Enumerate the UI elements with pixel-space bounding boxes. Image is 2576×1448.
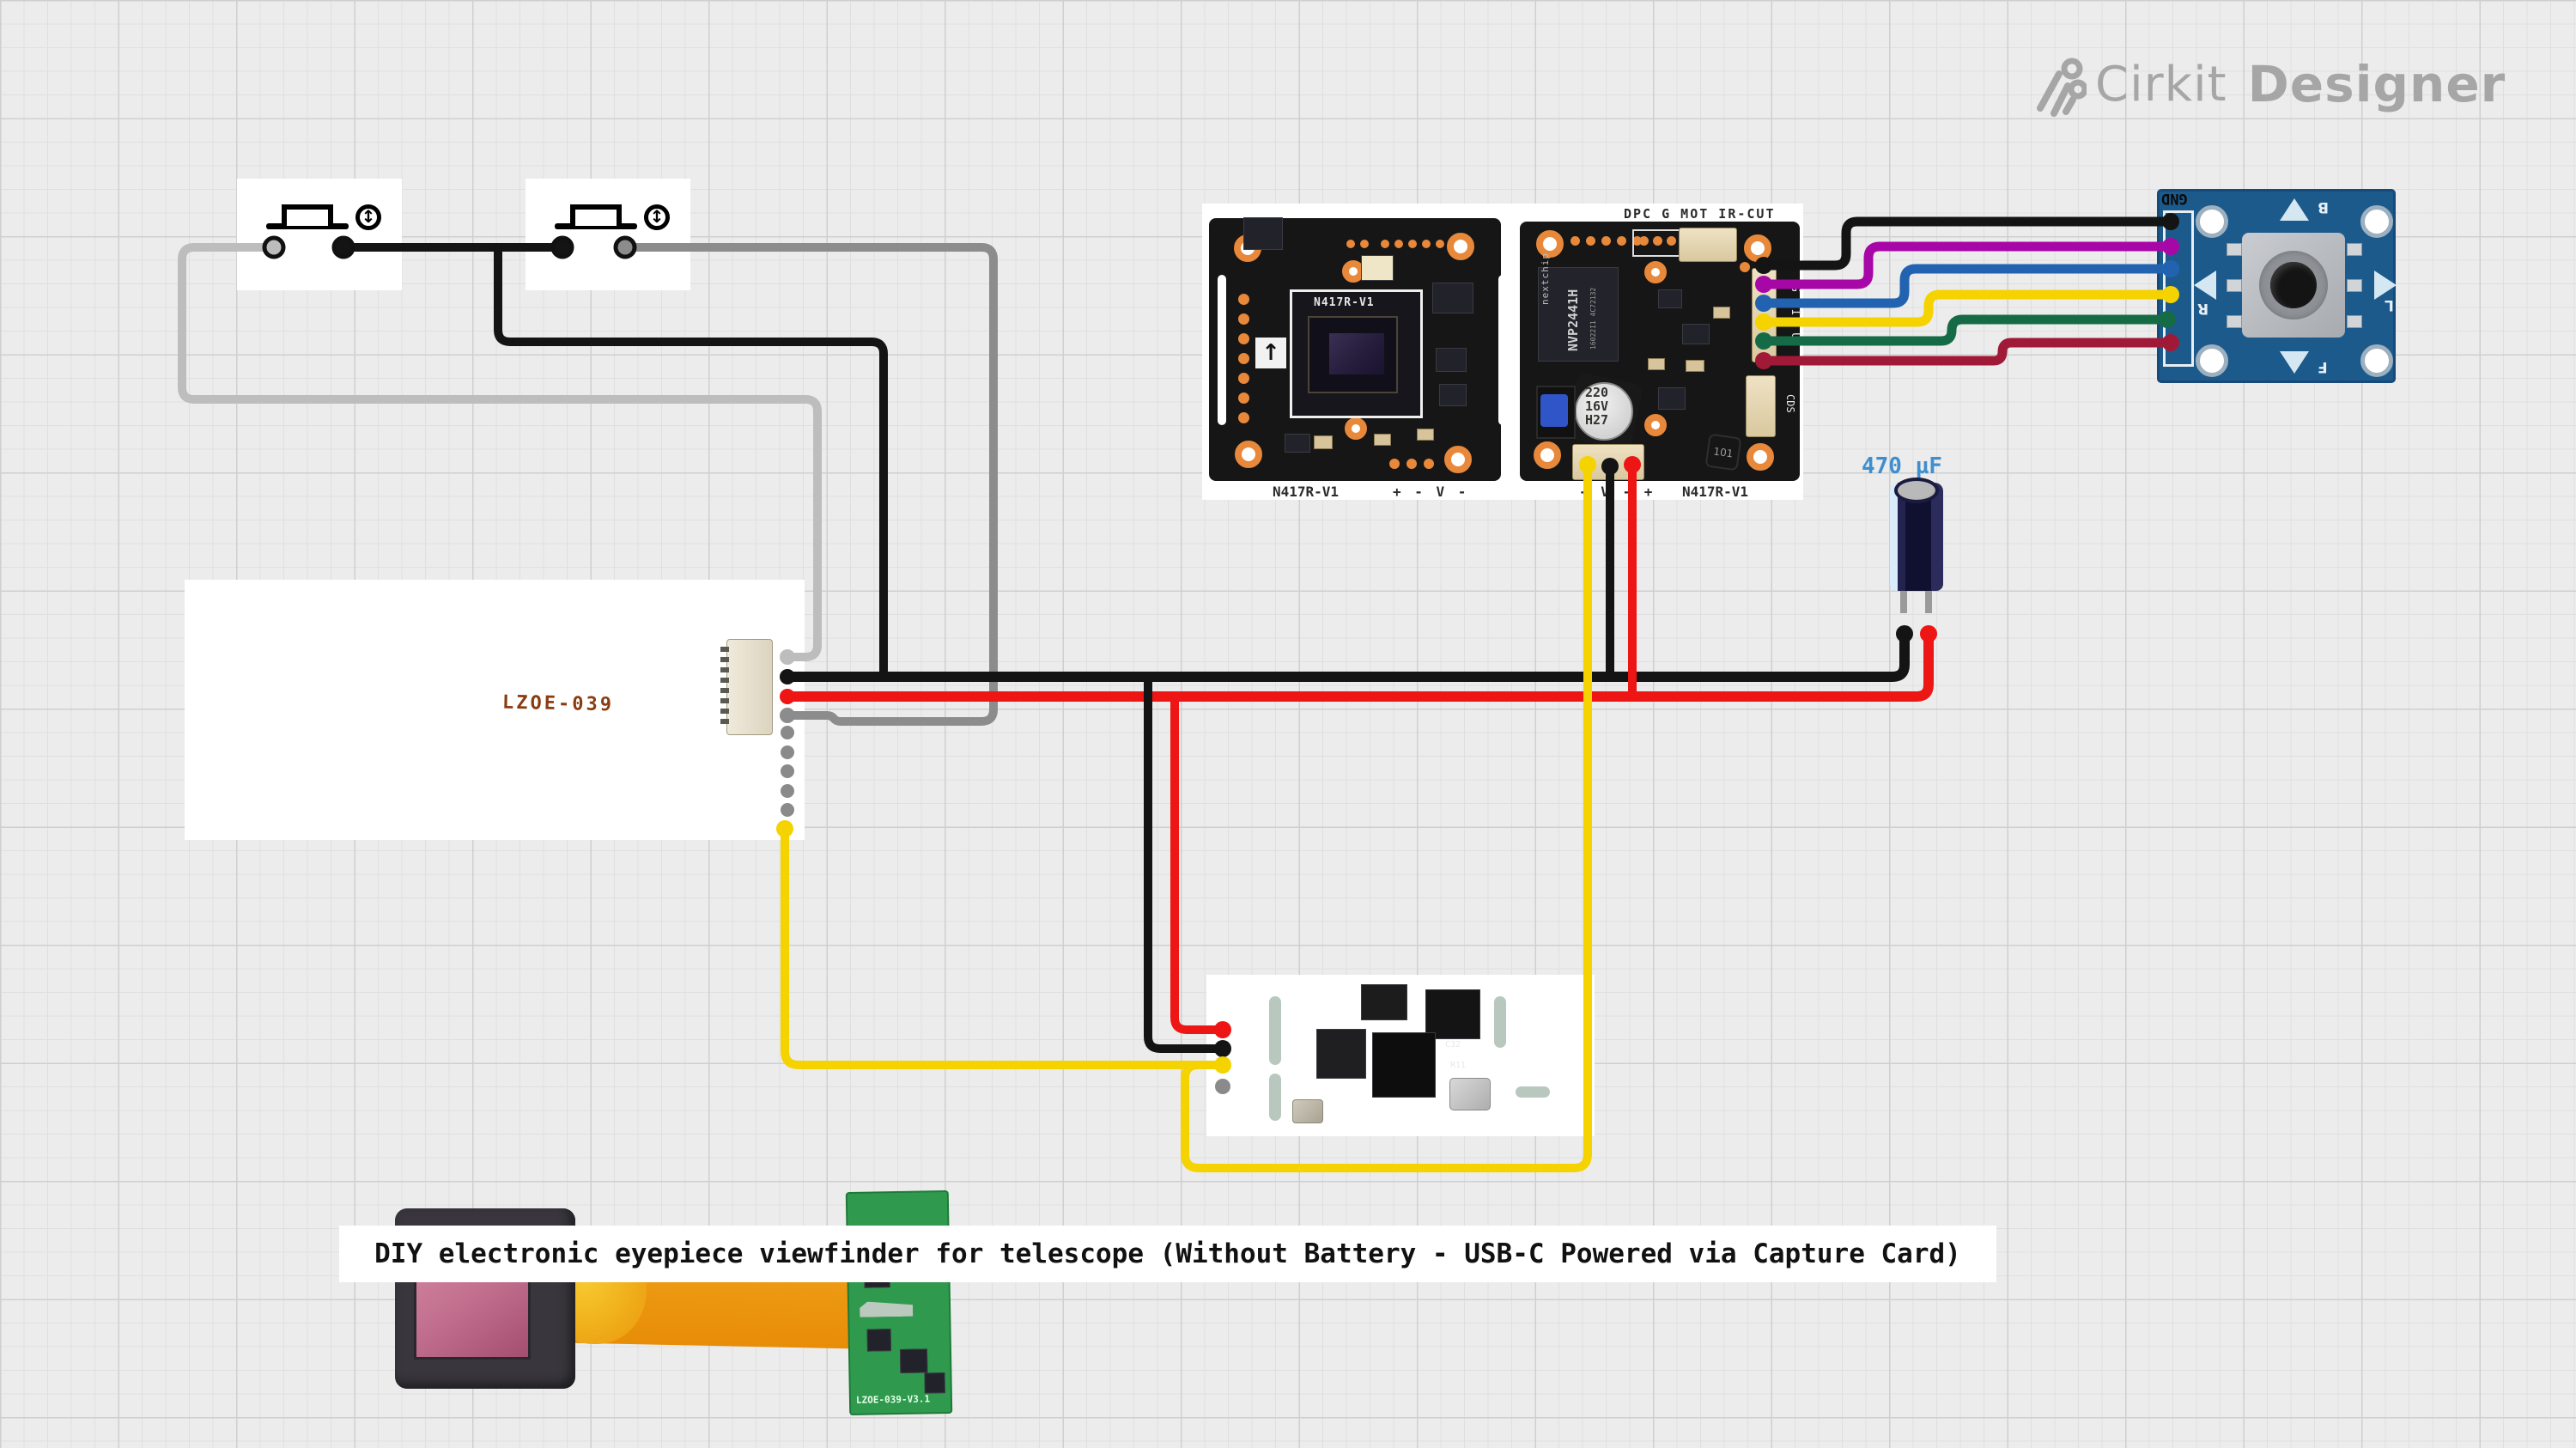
- arrow-down-icon: [2280, 351, 2309, 374]
- btn-branch-gnd-wire[interactable]: [494, 243, 888, 679]
- pushbutton-1-symbol: [266, 223, 349, 229]
- orientation-arrow-icon: ↑: [1255, 338, 1286, 368]
- mount-hole: [1447, 233, 1474, 260]
- joystick-module[interactable]: GND B R L F: [2157, 189, 2397, 383]
- main-chip: [1372, 1032, 1436, 1098]
- joystick-label-f: F: [2318, 358, 2328, 375]
- board-model-label: N417R-V1: [1273, 484, 1340, 500]
- pixelplus-chip: [1316, 1029, 1366, 1079]
- driver-board-label: LZOE-039-V3.1: [855, 1393, 931, 1406]
- pushbutton-2[interactable]: ↕: [526, 179, 690, 290]
- joystick-wire-maroon[interactable]: [1759, 338, 2176, 366]
- mount-hole: [1536, 230, 1564, 258]
- mount-hole: [1534, 441, 1561, 469]
- joystick-wire-green[interactable]: [1759, 314, 2172, 346]
- btn1-to-display-wire[interactable]: [178, 243, 822, 661]
- app-logo: Cirkit Designer: [2033, 50, 2531, 119]
- joystick-button[interactable]: [2270, 262, 2317, 308]
- joystick-gnd-wire[interactable]: [1759, 216, 2176, 271]
- gnd-main-wire[interactable]: [782, 629, 1910, 682]
- flex-cable-label: LZOE-039: [501, 691, 615, 716]
- mount-hole: [2196, 205, 2228, 238]
- joystick-label-r: R: [2197, 300, 2209, 317]
- output-connector: [720, 639, 773, 735]
- inductor: 101: [1704, 433, 1742, 472]
- cirkit-logo-icon: [2037, 58, 2087, 117]
- arrow-right-icon: [2374, 271, 2397, 300]
- cds-connector: [1746, 375, 1776, 437]
- crystal: [1449, 1078, 1491, 1110]
- onboard-capacitor: [1575, 382, 1633, 441]
- nvp2441h-chip: [1538, 267, 1619, 362]
- board-pin-labels: + - V -: [1393, 484, 1469, 500]
- capture-gnd-wire[interactable]: [1144, 672, 1227, 1053]
- mount-hole: [1744, 234, 1771, 262]
- pushbutton-1-actuator-icon: ↕: [355, 204, 381, 230]
- vcc-main-wire[interactable]: [782, 629, 1934, 702]
- mount-hole: [1444, 446, 1472, 473]
- camera-board-front[interactable]: N417R-V1 ↑ N417R-V1 + - V -: [1202, 204, 1514, 500]
- board-model-label: N417R-V1: [1682, 484, 1749, 500]
- arrow-left-icon: [2194, 271, 2216, 300]
- trimmer: [1540, 394, 1568, 427]
- pushbutton-2-actuator-icon: ↕: [644, 204, 670, 230]
- display-video-wire[interactable]: [781, 824, 1227, 1069]
- camera-board-back[interactable]: DPC G MOT IR-CUT nextchip NVP2441H 16022…: [1514, 204, 1803, 500]
- driver-board: LZOE-039-V3.1: [845, 1189, 953, 1416]
- diagram-title: DIY electronic eyepiece viewfinder for t…: [339, 1226, 1996, 1282]
- joystick-wire-yellow[interactable]: [1759, 289, 2176, 327]
- mount-hole: [2196, 344, 2228, 377]
- board-top-label: DPC G MOT IR-CUT: [1624, 206, 1776, 222]
- pushbutton-1[interactable]: ↕: [237, 179, 402, 290]
- brand-name: Cirkit: [2095, 56, 2227, 113]
- capture-card[interactable]: C32 R11: [1206, 975, 1595, 1136]
- five-way-switch[interactable]: [2227, 233, 2362, 338]
- mount-hole: [2360, 205, 2393, 238]
- display-module[interactable]: LZOE-039 LZOE-039-V3.1: [185, 580, 953, 1416]
- arrow-up-icon: [2280, 198, 2309, 221]
- mount-hole: [1235, 441, 1262, 468]
- brand-name-bold: Designer: [2247, 55, 2506, 113]
- capture-vcc-wire[interactable]: [1170, 692, 1227, 1034]
- pushbutton-2-symbol: [555, 223, 637, 229]
- sensor-board-title: N417R-V1: [1314, 296, 1375, 309]
- btn2-to-display-wire[interactable]: [621, 243, 998, 726]
- joystick-wire-purple[interactable]: [1759, 241, 2176, 289]
- board-connector: [1679, 228, 1737, 262]
- joystick-label-b: B: [2318, 198, 2329, 216]
- capacitor-value-label: 470 µF: [1862, 453, 1942, 479]
- mount-hole: [1747, 443, 1774, 471]
- joystick-label-l: L: [2385, 296, 2394, 313]
- joystick-wire-blue[interactable]: [1759, 264, 2176, 308]
- mount-hole: [2360, 344, 2393, 377]
- joystick-gnd-label: GND: [2161, 190, 2188, 207]
